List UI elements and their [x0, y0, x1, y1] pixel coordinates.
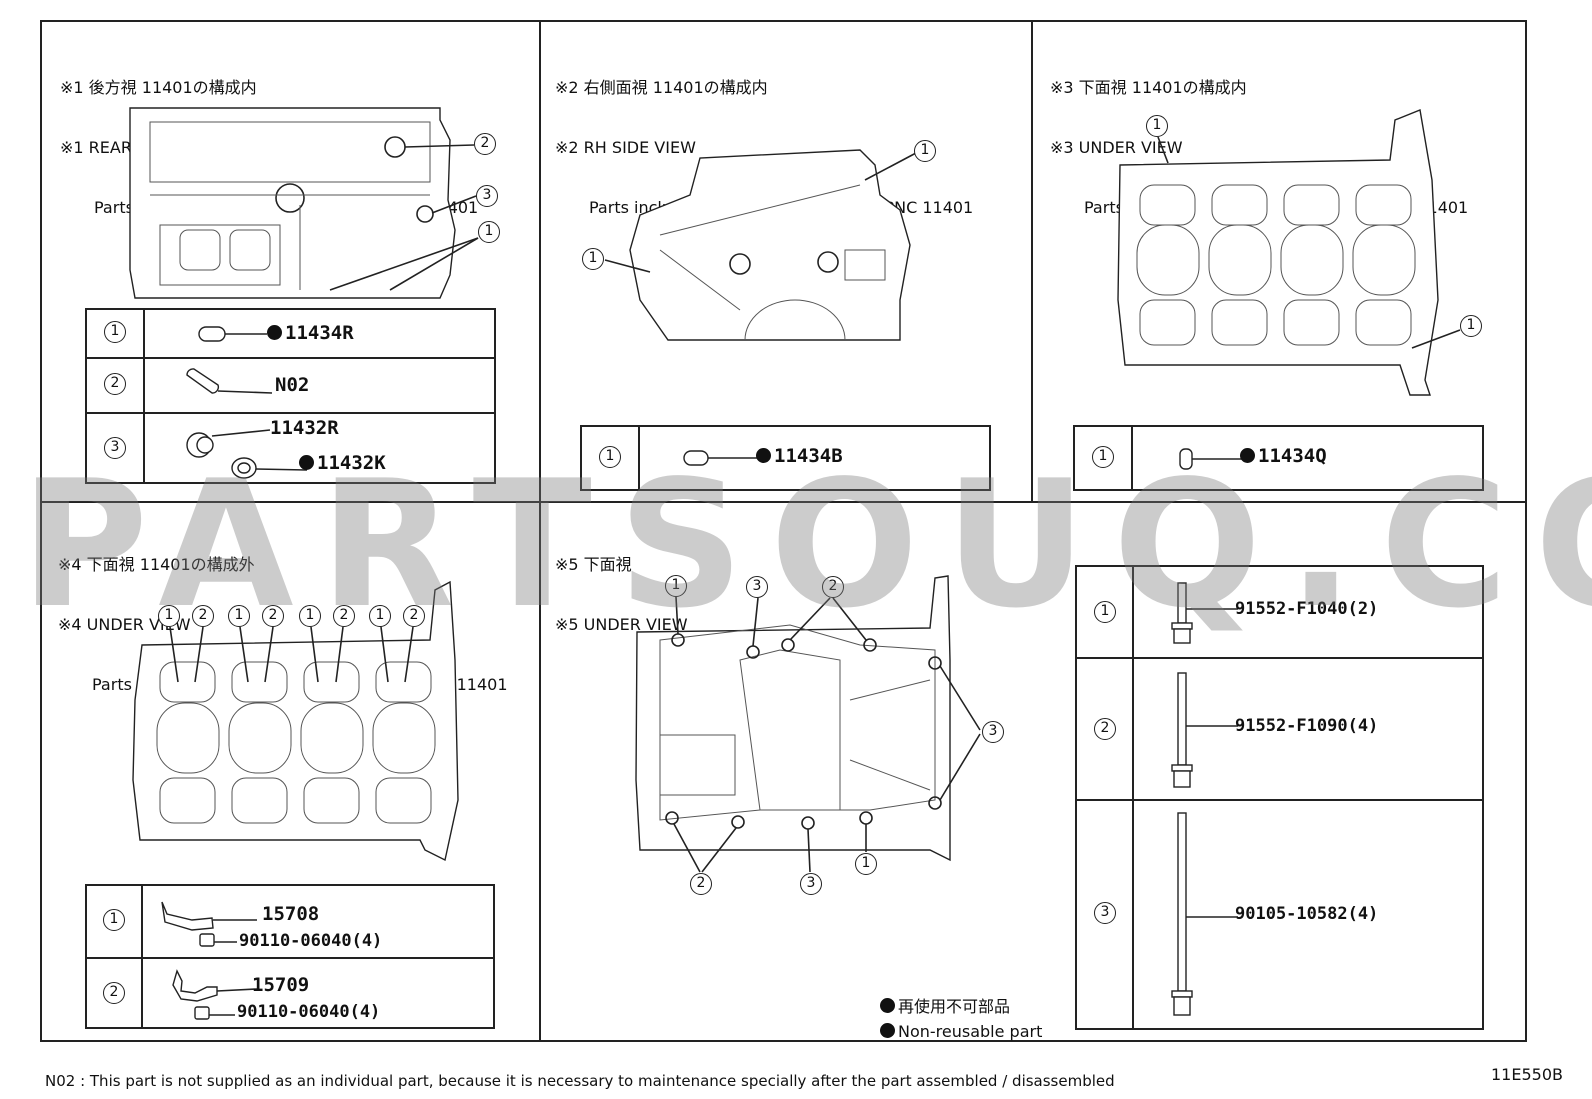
diagram-code: 11E550B	[1491, 1065, 1563, 1084]
footnote: N02 : This part is not supplied as an in…	[45, 1072, 1115, 1090]
part-number[interactable]: 11434B	[756, 445, 843, 467]
callout-2: 2	[822, 576, 844, 598]
part-number[interactable]: N02	[275, 374, 310, 396]
bolt-part-number[interactable]: 90110-06040(4)	[237, 1002, 381, 1022]
row-number: 1	[599, 446, 621, 468]
callout-3: 3	[476, 185, 498, 207]
panel-1-parts-table: 1 11434R 2 N02 3 11432R 11432K	[85, 308, 496, 484]
table-row: 1 91552-F1040(2)	[1077, 567, 1482, 657]
table-row: 1 11434B	[582, 427, 989, 489]
row-number: 3	[104, 437, 126, 459]
part-number[interactable]: 91552-F1090(4)	[1235, 716, 1379, 736]
row-number: 1	[103, 909, 125, 931]
row-number: 1	[1094, 601, 1116, 623]
callout-1: 1	[369, 605, 391, 627]
table-row: 2 15709 90110-06040(4)	[87, 957, 493, 1029]
rear-view-engine-block	[129, 107, 479, 299]
under-view-5-engine-block	[635, 575, 981, 873]
callout-1: 1	[1146, 115, 1168, 137]
table-row: 1 11434R	[87, 310, 494, 357]
callout-1: 1	[665, 575, 687, 597]
callout-2: 2	[690, 873, 712, 895]
table-row: 1 15708 90110-06040(4)	[87, 886, 493, 957]
callout-1: 1	[855, 853, 877, 875]
panel-2-parts-table: 1 11434B	[580, 425, 991, 491]
panel-2-title-en: ※2 RH SIDE VIEW	[555, 138, 696, 157]
legend-item-jp: 再使用不可部品	[880, 994, 1042, 1019]
rh-side-view-engine-block	[604, 149, 917, 341]
panel-5-parts-table: 1 91552-F1040(2) 2 91552-F1090(4) 3 9010…	[1075, 565, 1484, 1030]
bolt-icon	[1171, 672, 1238, 788]
part-number[interactable]: 90105-10582(4)	[1235, 904, 1379, 924]
callout-2: 2	[333, 605, 355, 627]
part-number[interactable]: 15708	[262, 903, 320, 925]
callout-3: 3	[800, 873, 822, 895]
plug-and-seal-icon	[186, 429, 308, 479]
dowel-pin-icon	[198, 326, 267, 342]
row-number: 2	[103, 982, 125, 1004]
legend-item-en: Non-reusable part	[880, 1019, 1042, 1044]
part-number[interactable]: 11432K	[299, 452, 386, 474]
part-number[interactable]: 91552-F1040(2)	[1235, 599, 1379, 619]
callout-1: 1	[158, 605, 180, 627]
legend: 再使用不可部品 Non-reusable part	[880, 994, 1042, 1044]
callout-3: 3	[982, 721, 1004, 743]
pipe-plug-icon	[186, 368, 273, 394]
row-number: 2	[1094, 718, 1116, 740]
table-row: 1 11434Q	[1075, 427, 1482, 489]
callout-1: 1	[914, 140, 936, 162]
panel-4-parts-table: 1 15708 90110-06040(4) 2 15709 90110-060…	[85, 884, 495, 1029]
non-reusable-dot-icon	[880, 998, 895, 1013]
bolt-part-number[interactable]: 90110-06040(4)	[239, 931, 383, 951]
panel-4-title-jp: ※4 下面視 11401の構成外	[58, 555, 255, 574]
callout-2: 2	[262, 605, 284, 627]
oil-jet-icon	[161, 901, 257, 947]
callout-3: 3	[746, 576, 768, 598]
row-number: 3	[1094, 902, 1116, 924]
panel-1-title-jp: ※1 後方視 11401の構成内	[60, 78, 257, 97]
row-number: 1	[104, 321, 126, 343]
panel-under-view-5	[539, 501, 1527, 1042]
table-row: 3 90105-10582(4)	[1077, 799, 1482, 1030]
callout-1: 1	[299, 605, 321, 627]
panel-3-title-jp: ※3 下面視 11401の構成内	[1050, 78, 1247, 97]
oil-jet-icon	[172, 969, 258, 1020]
panel-2-title-jp: ※2 右側面視 11401の構成内	[555, 78, 768, 97]
callout-1: 1	[478, 221, 500, 243]
callout-2: 2	[403, 605, 425, 627]
part-number[interactable]: 11432R	[270, 417, 339, 439]
panel-5-title-jp: ※5 下面視	[555, 555, 632, 574]
table-row: 2 91552-F1090(4)	[1077, 657, 1482, 799]
table-row: 2 N02	[87, 357, 494, 412]
part-number[interactable]: 11434Q	[1240, 445, 1327, 467]
callout-2: 2	[474, 133, 496, 155]
callout-2: 2	[192, 605, 214, 627]
callout-1: 1	[228, 605, 250, 627]
under-view-3-engine-block	[1117, 109, 1461, 396]
callout-1: 1	[1460, 315, 1482, 337]
dowel-pin-icon	[683, 450, 758, 466]
row-number: 2	[104, 373, 126, 395]
bolt-icon	[1171, 582, 1238, 644]
row-number: 1	[1092, 446, 1114, 468]
panel-3-parts-table: 1 11434Q	[1073, 425, 1484, 491]
dowel-pin-icon	[1179, 448, 1245, 470]
under-view-4-engine-block	[132, 580, 459, 862]
part-number[interactable]: 11434R	[267, 322, 354, 344]
non-reusable-dot-icon	[880, 1023, 895, 1038]
bolt-icon	[1171, 812, 1238, 1016]
part-number[interactable]: 15709	[252, 974, 310, 996]
panel-3-title-en: ※3 UNDER VIEW	[1050, 138, 1183, 157]
callout-1: 1	[582, 248, 604, 270]
table-row: 3 11432R 11432K	[87, 412, 494, 484]
